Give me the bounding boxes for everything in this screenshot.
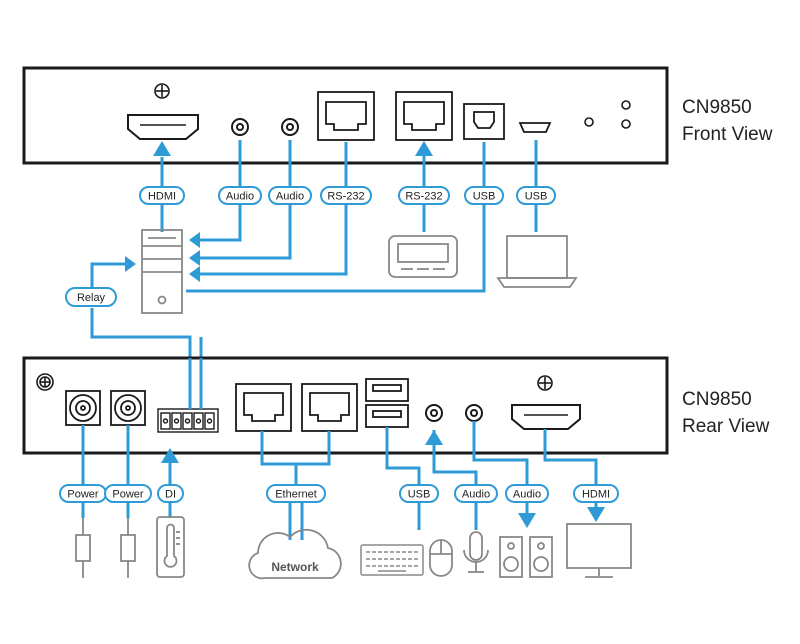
tag-audio-front-1: Audio	[218, 186, 262, 205]
svg-text:HDMI: HDMI	[582, 489, 610, 501]
thermometer-icon	[156, 516, 185, 578]
ground-screw-icon	[36, 373, 54, 391]
hdmi-port-icon	[127, 114, 199, 140]
ground-screw-icon	[537, 375, 553, 391]
tag-audio-front-2: Audio	[268, 186, 312, 205]
tag-power-2: Power	[104, 484, 152, 503]
rear-view-label: Rear View	[682, 416, 770, 437]
led-indicator-icon	[621, 119, 631, 129]
led-indicator-icon	[584, 117, 594, 127]
monitor-icon	[566, 523, 632, 578]
hdmi-port-icon	[511, 404, 581, 430]
laptop-icon	[496, 235, 578, 288]
tag-ethernet: Ethernet	[266, 484, 326, 503]
svg-text:Audio: Audio	[462, 489, 490, 501]
network-label: Network	[271, 560, 319, 574]
front-view-label: Front View	[682, 124, 773, 145]
rj45-port-icon	[395, 91, 453, 141]
audio-jack-icon	[281, 118, 299, 136]
rear-model-label: CN9850	[682, 389, 752, 410]
svg-text:USB: USB	[408, 489, 431, 501]
svg-text:RS-232: RS-232	[327, 191, 364, 203]
svg-text:Power: Power	[112, 489, 144, 501]
tag-hdmi-rear: HDMI	[573, 484, 619, 503]
speakers-icon	[499, 536, 553, 578]
rear-arrowheads	[161, 430, 605, 528]
keyboard-icon	[360, 544, 424, 576]
usb-a-port-icon	[365, 378, 409, 402]
audio-jack-icon	[425, 404, 443, 422]
power-jack-icon	[65, 390, 101, 426]
led-indicator-icon	[621, 100, 631, 110]
power-jack-icon	[110, 390, 146, 426]
tag-relay: Relay	[65, 287, 117, 307]
svg-text:HDMI: HDMI	[148, 191, 176, 203]
rj45-port-icon	[235, 383, 292, 432]
tag-di: DI	[157, 484, 184, 503]
audio-jack-icon	[231, 118, 249, 136]
rj45-port-icon	[301, 383, 358, 432]
usb-b-port-icon	[463, 103, 505, 140]
tag-hdmi-front: HDMI	[139, 186, 185, 205]
tag-usb-front-1: USB	[464, 186, 504, 205]
mouse-icon	[429, 539, 453, 577]
computer-tower-icon	[141, 229, 183, 314]
rj45-port-icon	[317, 91, 375, 141]
rear-panel	[22, 356, 669, 455]
ground-screw-icon	[154, 83, 170, 99]
tag-usb-rear: USB	[399, 484, 439, 503]
rear-connections	[81, 358, 598, 540]
audio-jack-icon	[465, 404, 483, 422]
tag-usb-front-2: USB	[516, 186, 556, 205]
power-adapter-icon	[120, 518, 136, 578]
svg-text:USB: USB	[525, 191, 548, 203]
microphone-icon	[463, 531, 489, 573]
svg-text:Ethernet: Ethernet	[275, 489, 317, 501]
micro-usb-port-icon	[518, 122, 552, 133]
tag-rs232-front-2: RS-232	[398, 186, 450, 205]
svg-text:Audio: Audio	[276, 191, 304, 203]
power-adapter-icon	[75, 518, 91, 578]
svg-text:Audio: Audio	[226, 191, 254, 203]
tag-audio-rear-2: Audio	[505, 484, 549, 503]
usb-a-port-icon	[365, 404, 409, 428]
terminal-block-icon	[157, 408, 219, 433]
svg-text:USB: USB	[473, 191, 496, 203]
svg-text:RS-232: RS-232	[405, 191, 442, 203]
front-arrowheads	[125, 141, 433, 282]
front-connections	[90, 140, 538, 358]
svg-text:Audio: Audio	[513, 489, 541, 501]
svg-text:Power: Power	[67, 489, 99, 501]
svg-text:DI: DI	[165, 489, 176, 501]
svg-text:Relay: Relay	[77, 292, 106, 304]
tag-rs232-front-1: RS-232	[320, 186, 372, 205]
network-cloud-icon: Network	[248, 528, 342, 580]
tag-audio-rear-1: Audio	[454, 484, 498, 503]
tag-power-1: Power	[59, 484, 107, 503]
serial-terminal-icon	[388, 235, 458, 278]
front-model-label: CN9850	[682, 97, 752, 118]
